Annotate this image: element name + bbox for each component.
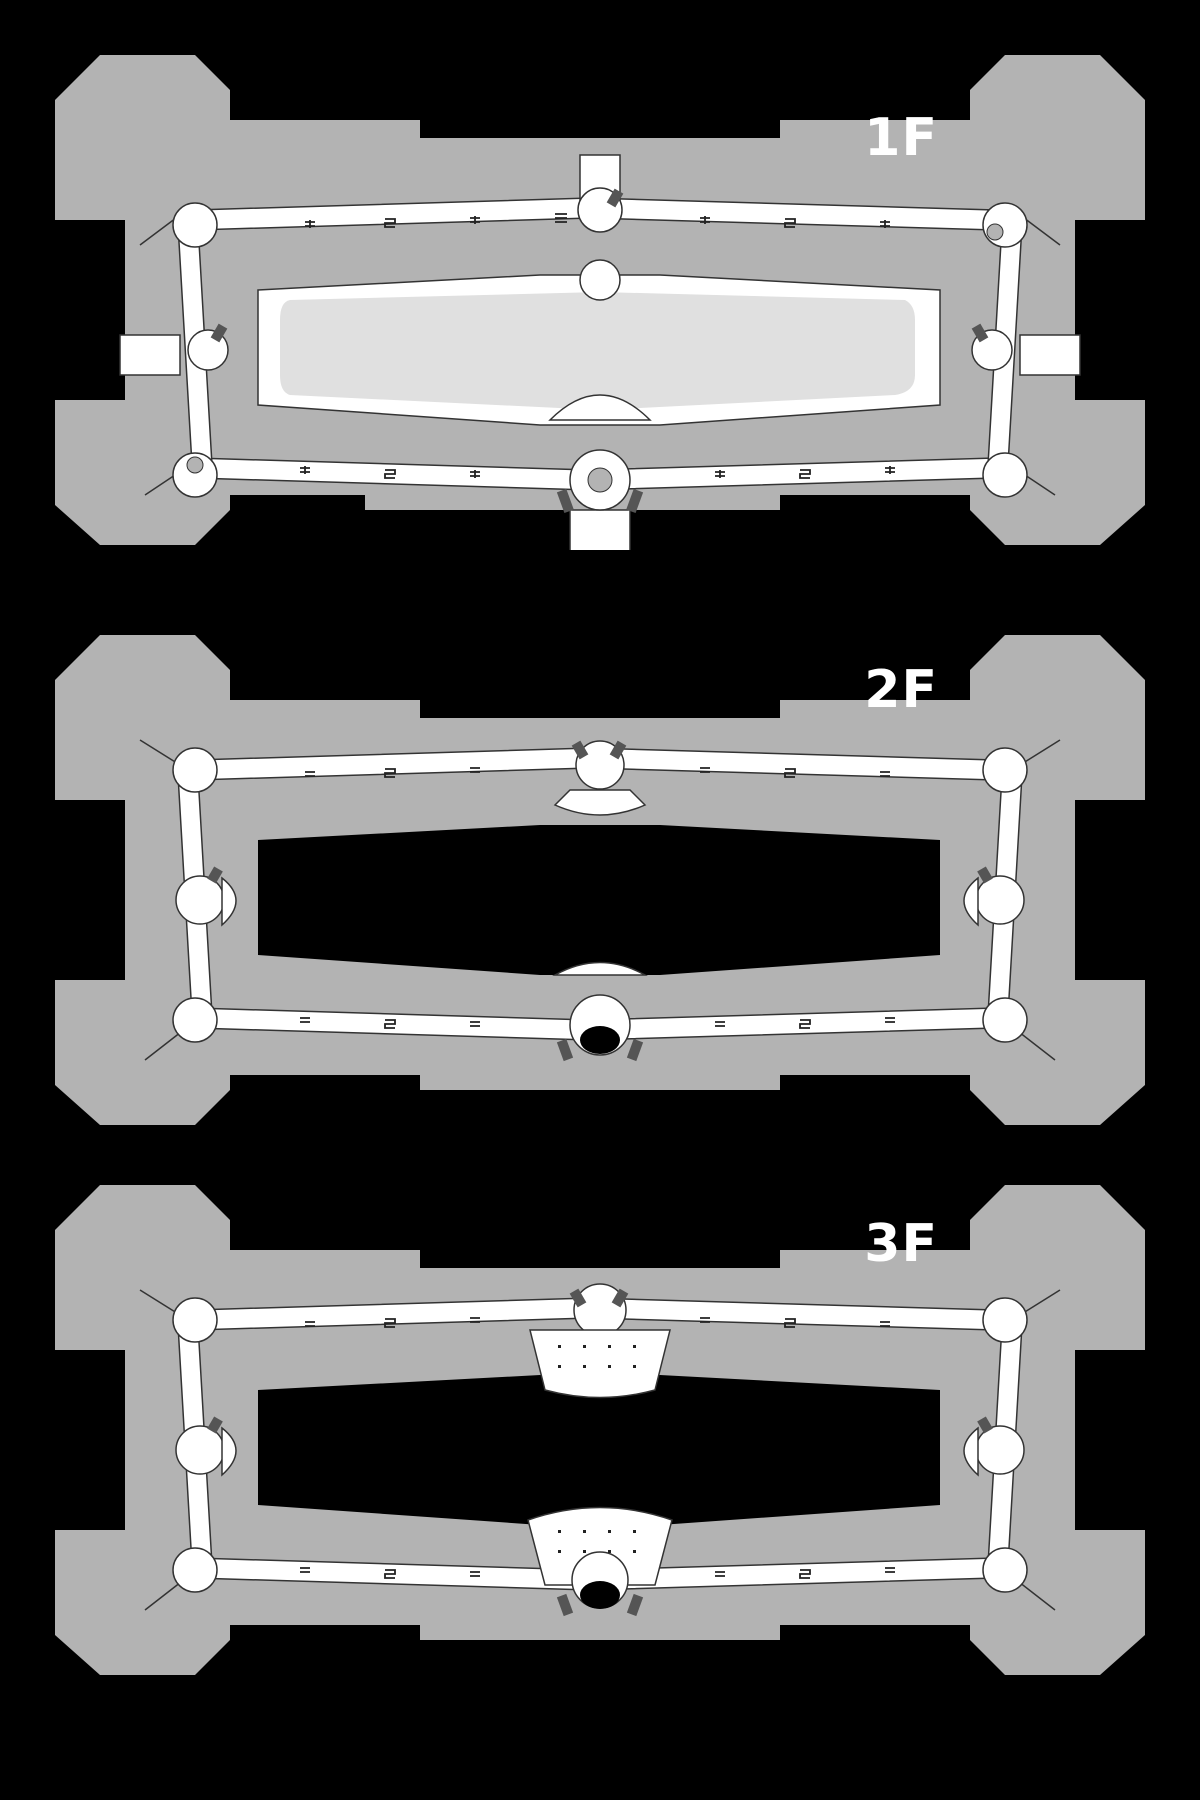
- floor-3-plan: 3F: [0, 1150, 1200, 1700]
- inner-void: [258, 825, 940, 975]
- room-markers: [300, 767, 895, 1029]
- floor-2-map: [55, 635, 1145, 1125]
- pillars: [186, 223, 1004, 493]
- round-halls: [172, 1283, 1028, 1609]
- courtyard-lawn: [280, 292, 915, 410]
- stair-arcs: [207, 740, 993, 1062]
- floor-2-plan: 2F: [0, 600, 1200, 1150]
- hall-columns: [558, 1345, 636, 1553]
- floor-3-map: [55, 1185, 1145, 1675]
- floor-1-map: [55, 55, 1145, 550]
- stairwell-void: [580, 1026, 620, 1054]
- floor-1-plan: 1F: [0, 0, 1200, 550]
- floor-label-1f: 1F: [864, 108, 938, 168]
- inner-void: [258, 1375, 940, 1525]
- floor-label-2f: 2F: [864, 660, 938, 720]
- room-markers: [300, 1317, 895, 1579]
- stair-arcs: [207, 1288, 993, 1617]
- room-markers: [300, 213, 895, 479]
- stairwell-void: [580, 1581, 620, 1609]
- floor-label-3f: 3F: [864, 1214, 938, 1274]
- stair-arcs: [210, 188, 989, 513]
